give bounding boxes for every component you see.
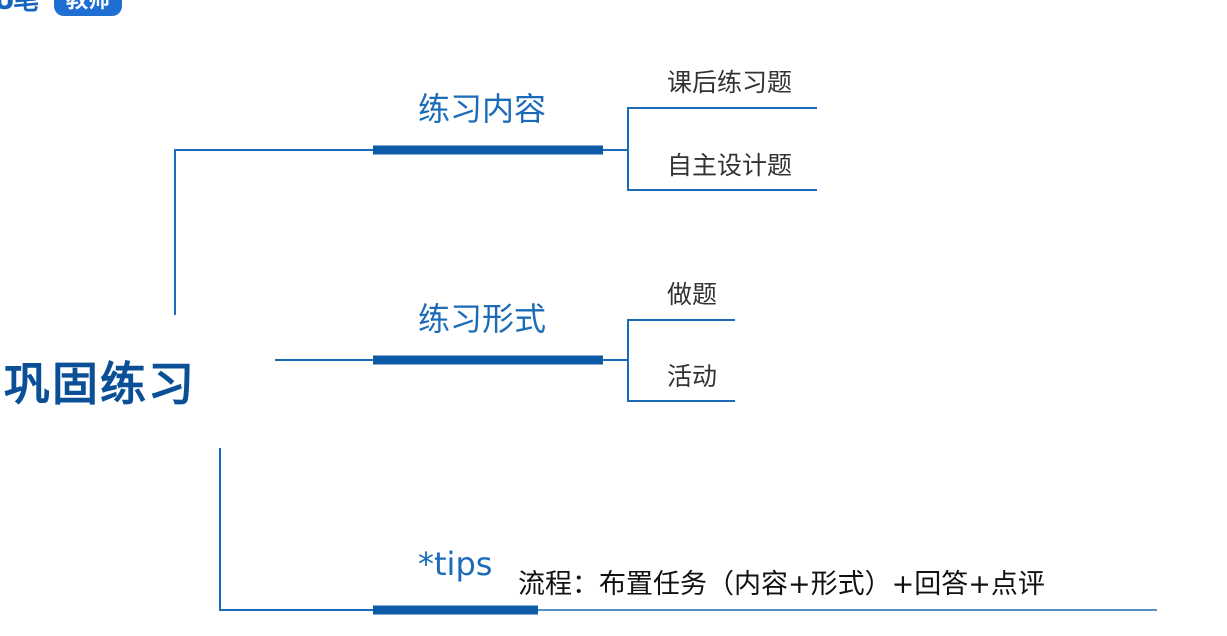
tips-label: *tips <box>418 545 493 583</box>
leaf-label-after-class-exercises: 课后练习题 <box>667 68 793 97</box>
connector-root-tips <box>219 448 375 611</box>
branch-label-content: 练习内容 <box>418 90 547 128</box>
connector-content-leaves <box>627 107 817 191</box>
leaf-label-self-designed: 自主设计题 <box>667 151 793 180</box>
logo-badge: 教师 <box>54 0 123 16</box>
leaf-label-activity: 活动 <box>667 362 718 391</box>
logo: U笔 教师 <box>0 0 123 16</box>
tips-process-text: 流程：布置任务（内容+形式）+回答+点评 <box>518 569 1045 600</box>
root-title: 巩固练习 <box>4 357 196 411</box>
leaf-label-do-problems: 做题 <box>667 280 718 309</box>
branch-label-form: 练习形式 <box>418 300 547 338</box>
connector-form-leaves <box>627 319 735 402</box>
connector-root-content <box>174 149 375 315</box>
logo-mark: U笔 <box>0 0 39 16</box>
